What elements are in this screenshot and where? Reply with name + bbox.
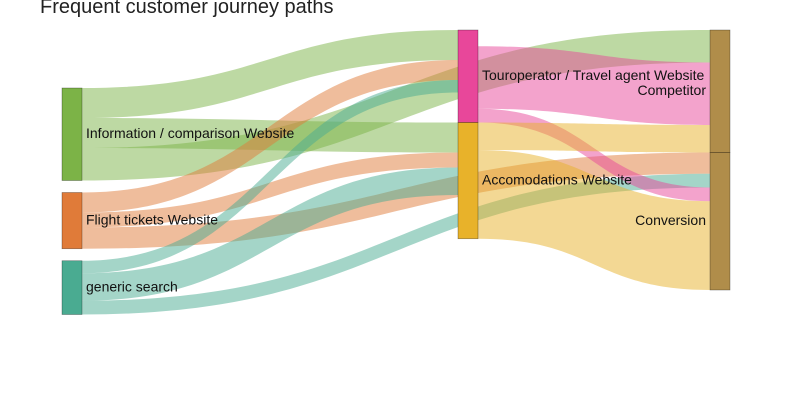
node-conversion[interactable] xyxy=(709,152,731,291)
link-tour-competitor[interactable] xyxy=(478,46,710,125)
label-accom: Accomodations Website xyxy=(482,171,632,187)
label-flight: Flight tickets Website xyxy=(86,211,218,227)
label-competitor: Competitor xyxy=(638,82,707,98)
link-accom-competitor[interactable] xyxy=(478,122,710,153)
node-info[interactable] xyxy=(61,87,83,181)
node-competitor[interactable] xyxy=(709,29,731,153)
links-layer xyxy=(82,30,710,315)
link-generic-accom[interactable] xyxy=(82,167,458,301)
node-tour[interactable] xyxy=(457,29,479,123)
label-info: Information / comparison Website xyxy=(86,125,294,141)
node-flight[interactable] xyxy=(61,192,83,250)
node-generic[interactable] xyxy=(61,260,83,315)
node-accom[interactable] xyxy=(457,122,479,240)
link-generic-tour[interactable] xyxy=(82,80,458,274)
label-conversion: Conversion xyxy=(635,212,706,228)
link-info-tour[interactable] xyxy=(82,30,458,118)
link-flight-accom[interactable] xyxy=(82,152,458,228)
label-generic: generic search xyxy=(86,278,178,294)
link-generic-conversion[interactable] xyxy=(82,173,710,315)
link-tour-conversion[interactable] xyxy=(478,108,710,202)
link-flight-tour[interactable] xyxy=(82,60,458,213)
nodes-layer xyxy=(61,29,731,315)
link-accom-conversion[interactable] xyxy=(478,150,710,290)
chart-title: Frequent customer journey paths xyxy=(40,0,334,18)
label-tour: Touroperator / Travel agent Website xyxy=(482,67,705,83)
